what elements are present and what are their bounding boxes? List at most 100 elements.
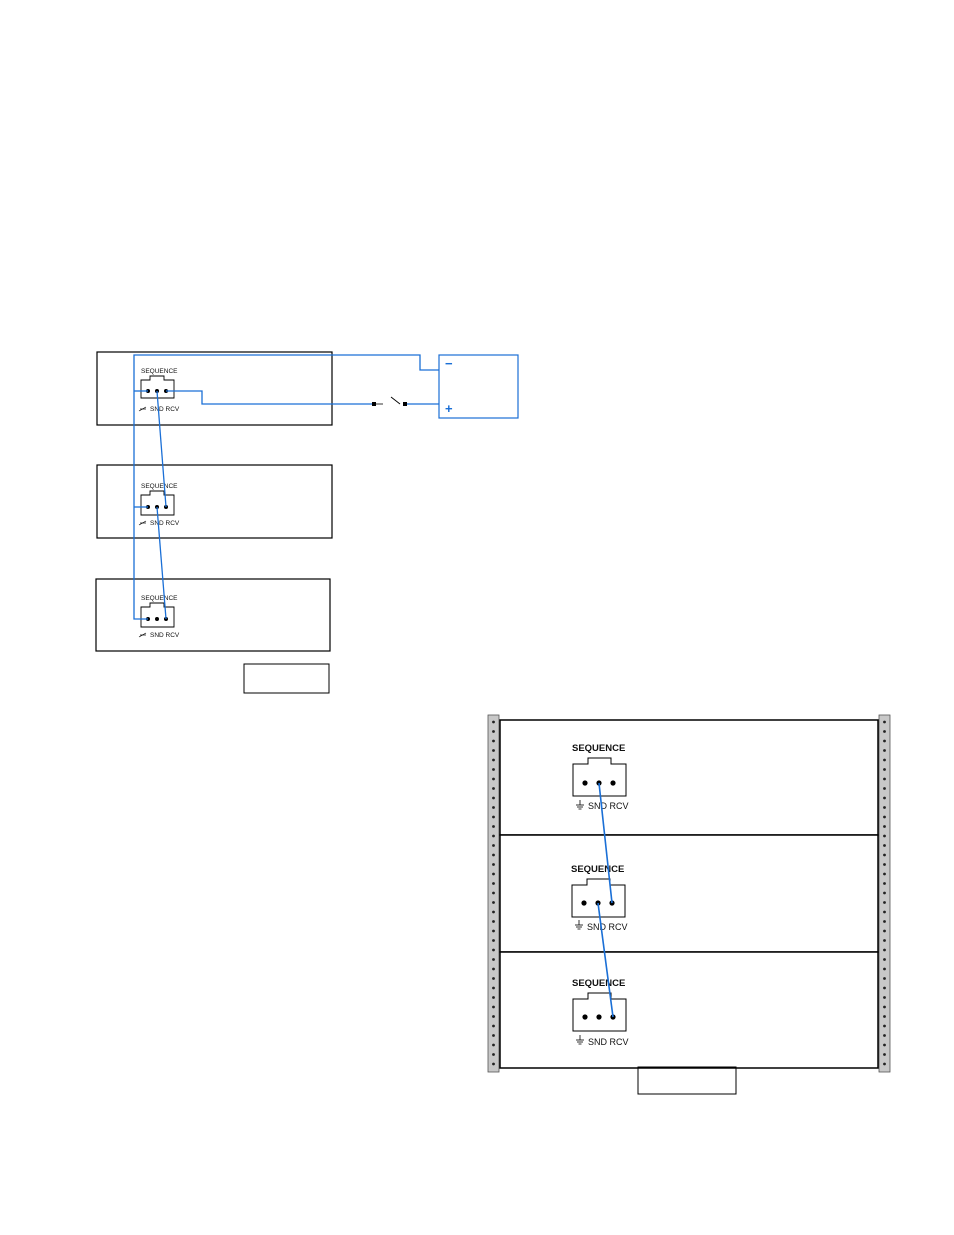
power-supply: − + (439, 355, 518, 418)
switch-feed-wire (166, 391, 374, 404)
unit-3-pin-label: SND RCV (150, 632, 180, 639)
rail-hole (492, 740, 495, 743)
rail-hole (883, 787, 886, 790)
ground-icon (139, 521, 146, 525)
rail-hole (883, 721, 886, 724)
rail-hole (492, 987, 495, 990)
switch-icon (372, 397, 407, 406)
rail-hole (492, 778, 495, 781)
rail-hole (883, 930, 886, 933)
rail-hole (492, 749, 495, 752)
unit-1-chassis (97, 352, 332, 425)
rack-unit-1-panel (500, 720, 878, 835)
rail-hole (883, 1025, 886, 1028)
rail-hole (883, 749, 886, 752)
unit-3-pin-snd (155, 617, 159, 621)
rail-hole (883, 920, 886, 923)
rail-hole (492, 1006, 495, 1009)
rail-hole (492, 1015, 495, 1018)
rail-hole (492, 968, 495, 971)
rail-hole (492, 787, 495, 790)
system-diagram: SEQUENCE SND RCV SEQUENCE SND RCV (96, 352, 518, 693)
rail-hole (883, 1006, 886, 1009)
rack-unit-3-connector-label: SEQUENCE (572, 978, 625, 989)
rail-hole (883, 863, 886, 866)
rail-hole (492, 844, 495, 847)
rail-hole (492, 977, 495, 980)
rail-hole (492, 939, 495, 942)
rail-hole (492, 854, 495, 857)
rack-unit-2-connector-label: SEQUENCE (571, 864, 624, 875)
rail-hole (883, 1015, 886, 1018)
rail-hole (883, 825, 886, 828)
rail-hole (492, 930, 495, 933)
rail-hole (492, 863, 495, 866)
rail-hole (883, 1053, 886, 1056)
rail-hole (492, 882, 495, 885)
rack-unit-1-pin-label: SND RCV (588, 801, 629, 811)
rail-hole (883, 854, 886, 857)
rail-hole (492, 892, 495, 895)
unit-3-connector-label: SEQUENCE (141, 595, 178, 602)
rail-hole (883, 939, 886, 942)
rail-hole (883, 797, 886, 800)
rail-hole (883, 1034, 886, 1037)
rail-hole (883, 844, 886, 847)
rail-hole (883, 816, 886, 819)
unit-2-pin-label: SND RCV (150, 520, 180, 527)
rail-hole (883, 730, 886, 733)
rail-hole (883, 977, 886, 980)
rail-hole (492, 835, 495, 838)
rail-hole (492, 1044, 495, 1047)
rail-hole (883, 892, 886, 895)
power-supply-minus-label: − (445, 356, 453, 371)
rail-hole (492, 1053, 495, 1056)
power-supply-plus-label: + (445, 401, 453, 416)
rail-hole (492, 958, 495, 961)
rack-unit-2-pin-label: SND RCV (587, 922, 628, 932)
rail-hole (492, 797, 495, 800)
unit-2-chassis (97, 465, 332, 538)
rail-hole (492, 1063, 495, 1066)
rack-unit-2-panel (500, 835, 878, 952)
unit-1-connector-label: SEQUENCE (141, 368, 178, 375)
rail-hole (883, 759, 886, 762)
rail-hole (883, 873, 886, 876)
rail-hole (883, 835, 886, 838)
rail-hole (883, 778, 886, 781)
rail-hole (883, 806, 886, 809)
rail-hole (492, 996, 495, 999)
rack-unit-3-connector (573, 993, 626, 1031)
rack-diagram-caption (638, 1067, 736, 1094)
rack-unit-1-pin-rcv (610, 780, 615, 785)
unit-2-connector-label: SEQUENCE (141, 483, 178, 490)
unit-3-chassis (96, 579, 330, 651)
rail-hole (492, 911, 495, 914)
rack-unit-2-pin-ground (581, 900, 586, 905)
rail-hole (883, 740, 886, 743)
system-unit-1: SEQUENCE SND RCV (97, 352, 332, 425)
rail-hole (883, 882, 886, 885)
system-diagram-caption (244, 664, 329, 693)
system-unit-2: SEQUENCE SND RCV (97, 465, 332, 538)
rail-hole (883, 987, 886, 990)
rack-unit-3-panel (500, 952, 878, 1068)
rack-unit-3-pin-snd (596, 1014, 601, 1019)
rail-hole (492, 825, 495, 828)
rail-hole (883, 958, 886, 961)
rack-unit-1-connector-label: SEQUENCE (572, 743, 625, 754)
rack-unit-3-pin-ground (582, 1014, 587, 1019)
rail-hole (492, 759, 495, 762)
ground-icon (139, 633, 146, 637)
rail-hole (492, 768, 495, 771)
rail-hole (492, 949, 495, 952)
rail-hole (492, 816, 495, 819)
unit-1-pin-label: SND RCV (150, 406, 180, 413)
rail-hole (883, 949, 886, 952)
rail-hole (492, 920, 495, 923)
rack-unit-3-pin-label: SND RCV (588, 1037, 629, 1047)
ground-icon (139, 407, 146, 411)
rail-hole (883, 996, 886, 999)
rail-hole (883, 768, 886, 771)
